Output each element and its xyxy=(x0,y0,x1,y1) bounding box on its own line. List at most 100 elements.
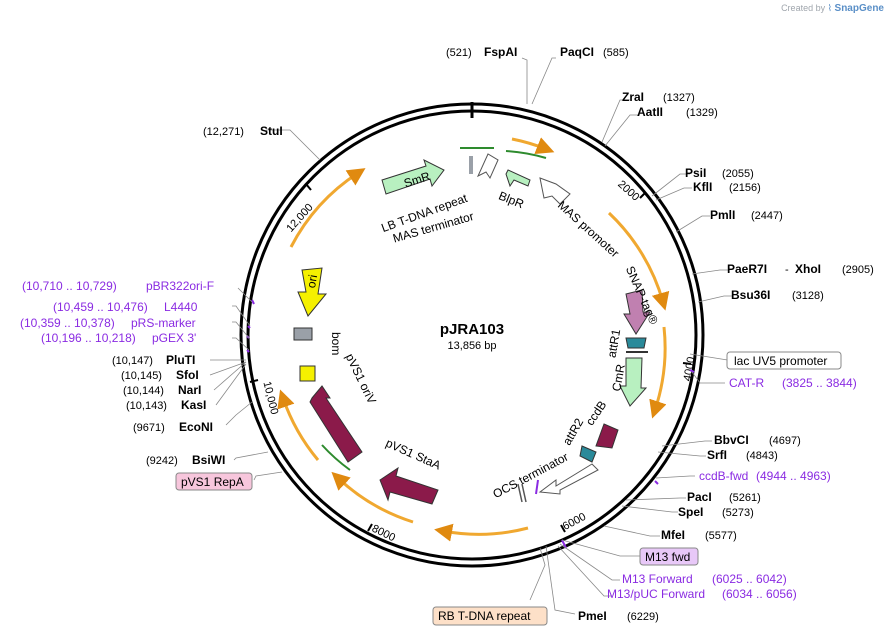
green-arc-left xyxy=(321,444,351,471)
feature-label-ori: ori xyxy=(304,274,320,290)
orf-arc-right xyxy=(649,326,667,419)
orf-arc-bottom-left xyxy=(331,471,414,524)
primer-name-ccdb-fwd: ccdB-fwd xyxy=(699,469,748,483)
primer-range-m13-forward: (6025 .. 6042) xyxy=(712,572,787,586)
box-rb-tdna-repeat: RB T-DNA repeat xyxy=(432,606,548,626)
feature-pvs1-oriv: pVS1 oriV xyxy=(299,351,379,463)
tick-10000 xyxy=(249,379,259,383)
site-pos-sfoi: (10,145) xyxy=(121,370,162,382)
tick-8000 xyxy=(367,523,373,532)
box-lac-uv5-promoter: lac UV5 promoter xyxy=(726,351,842,370)
feature-label-pvs1-staa: pVS1 StaA xyxy=(384,436,443,473)
box-pvs1-repa: pVS1 RepA xyxy=(175,472,253,491)
tick-2000 xyxy=(639,191,647,199)
primer-mark-pbr322ori xyxy=(251,299,255,305)
site-name-bsu36i: Bsu36I xyxy=(731,288,770,302)
feature-mas-promoter: MAS promoter xyxy=(539,177,622,260)
site-pos-pluti: (10,147) xyxy=(112,355,153,367)
leader-lines xyxy=(209,57,741,615)
site-name-srfi: SrfI xyxy=(707,448,727,462)
feature-label-cmr: CmR xyxy=(609,363,628,393)
feature-lb-tdna-mark xyxy=(469,156,473,174)
site-pos-kasi: (10,143) xyxy=(126,400,167,412)
site-name-zrai: ZraI xyxy=(622,90,644,104)
primer-name-m13-puc-forward: M13/pUC Forward xyxy=(607,587,705,601)
label-lac-uv5-promoter: lac UV5 promoter xyxy=(734,354,827,368)
site-pos-bsiwi: (9242) xyxy=(146,455,178,467)
credit-brand: SnapGene xyxy=(834,3,884,14)
primer-mark-ocs xyxy=(535,479,539,495)
feature-cmr: CmR xyxy=(609,357,648,407)
tick-label-10000: 10,000 xyxy=(260,380,280,416)
site-pos-srfi: (4843) xyxy=(746,450,778,462)
site-pos-nari: (10,144) xyxy=(123,385,164,397)
primer-range-l4440: (10,459 .. 10,476) xyxy=(53,300,148,314)
site-name-paqci: PaqCI xyxy=(560,45,594,59)
site-pos-zrai: (1327) xyxy=(663,92,695,104)
tick-4000 xyxy=(682,362,692,365)
site-name-kasi: KasI xyxy=(181,398,206,412)
site-pos-psii: (2055) xyxy=(722,168,754,180)
plasmid-size: 13,856 bp xyxy=(448,340,497,352)
feature-bom: bom xyxy=(293,327,343,355)
primer-range-ccdb-fwd: (4944 .. 4963) xyxy=(756,469,831,483)
site-pos-bsu36i: (3128) xyxy=(792,290,824,302)
primer-mark-l4440 xyxy=(247,325,251,329)
backbone xyxy=(239,102,705,568)
credit-prefix: Created by xyxy=(781,3,826,13)
site-name-sfoi: SfoI xyxy=(176,368,199,382)
site-name-stui: StuI xyxy=(260,124,283,138)
site-pos-pmei: (6229) xyxy=(627,611,659,623)
site-pos-paqci: (585) xyxy=(603,47,629,59)
orf-arc-upper-left xyxy=(289,168,366,248)
tick-12000 xyxy=(305,183,312,191)
site-name-mfei: MfeI xyxy=(661,528,685,542)
site-name-paer7i: PaeR7I xyxy=(727,262,767,276)
primer-name-prs-marker: pRS-marker xyxy=(131,316,196,330)
feature-label-blpr: BlpR xyxy=(497,188,527,211)
orf-inner-green xyxy=(321,147,547,471)
primer-range-cat-r: (3825 .. 3844) xyxy=(782,376,857,390)
orf-arc-left xyxy=(277,389,320,461)
primer-mark-pgex xyxy=(246,349,250,353)
feature-snap-tag: SNAP-tag® xyxy=(623,264,661,335)
site-pos-fspai: (521) xyxy=(446,47,472,59)
feature-label-attr1: attR1 xyxy=(605,328,624,359)
primer-range-pgex3: (10,196 .. 10,218) xyxy=(41,331,136,345)
snapgene-credit: Created by ⌇ SnapGene xyxy=(781,3,884,14)
primer-range-pbr322ori-f: (10,710 .. 10,729) xyxy=(22,279,117,293)
feature-ccdb: ccdB xyxy=(583,398,619,449)
site-name-fspai: FspAI xyxy=(484,45,517,59)
site-name-pmli: PmlI xyxy=(710,208,735,222)
site-pos-mfei: (5577) xyxy=(705,530,737,542)
site-pos-stui: (12,271) xyxy=(203,126,244,138)
site-name-paci: PacI xyxy=(687,490,712,504)
primer-name-m13-forward: M13 Forward xyxy=(622,572,693,586)
orf-arc-top xyxy=(511,137,555,155)
box-m13-fwd: M13 fwd xyxy=(639,547,699,566)
primer-name-pbr322ori-f: pBR322ori-F xyxy=(146,279,214,293)
site-name-aatii: AatII xyxy=(637,105,663,119)
primer-name-cat-r: CAT-R xyxy=(729,376,764,390)
feature-ocs-terminator: OCS terminator xyxy=(490,450,599,503)
primer-range-m13-puc-forward: (6034 .. 6056) xyxy=(722,587,797,601)
site-name-bbvci: BbvCI xyxy=(714,433,749,447)
orf-arc-bottom xyxy=(434,523,529,542)
orf-arc-right-upper xyxy=(607,211,670,311)
site-pos-xhoi: (2905) xyxy=(842,264,874,276)
label-m13-fwd: M13 fwd xyxy=(645,550,690,564)
primer-range-prs-marker: (10,359 .. 10,378) xyxy=(20,316,115,330)
site-pos-econi: (9671) xyxy=(133,422,165,434)
tick-label-4000: 4000 xyxy=(682,356,698,382)
feature-blpr: BlpR xyxy=(497,169,531,211)
feature-label-pvs1-oriv: pVS1 oriV xyxy=(343,351,379,406)
feature-label-mas-promoter: MAS promoter xyxy=(555,198,622,260)
site-pos-paci: (5261) xyxy=(729,492,761,504)
green-arc-top xyxy=(505,150,547,159)
site-pos-aatii: (1329) xyxy=(686,107,718,119)
feature-pvs1-staa: pVS1 StaA xyxy=(379,436,443,505)
primer-name-pgex3: pGEX 3' xyxy=(152,331,196,345)
feature-label-ccdb: ccdB xyxy=(583,398,610,428)
site-name-spei: SpeI xyxy=(678,505,703,519)
